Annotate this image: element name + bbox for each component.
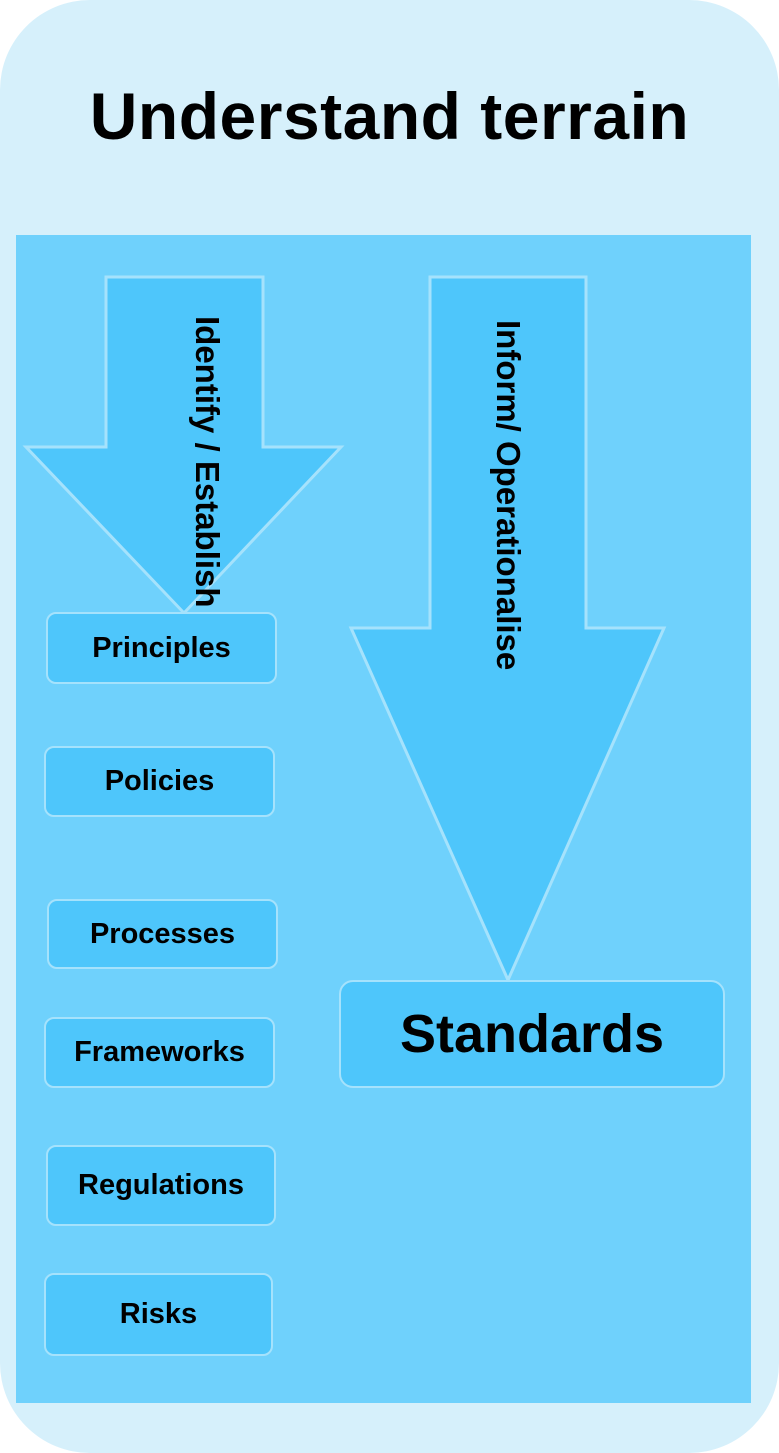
right-arrow-label: Inform/ Operationalise	[490, 320, 527, 671]
outcome-standards: Standards	[339, 980, 725, 1088]
right-down-arrow	[348, 275, 667, 984]
item-regulations: Regulations	[46, 1145, 276, 1226]
item-principles: Principles	[46, 612, 277, 684]
item-frameworks: Frameworks	[44, 1017, 275, 1088]
item-risks: Risks	[44, 1273, 273, 1356]
item-policies: Policies	[44, 746, 275, 817]
left-arrow-label: Identify / Establish	[189, 316, 226, 608]
item-processes: Processes	[47, 899, 278, 969]
page-title: Understand terrain	[89, 79, 690, 153]
left-down-arrow	[22, 275, 345, 616]
